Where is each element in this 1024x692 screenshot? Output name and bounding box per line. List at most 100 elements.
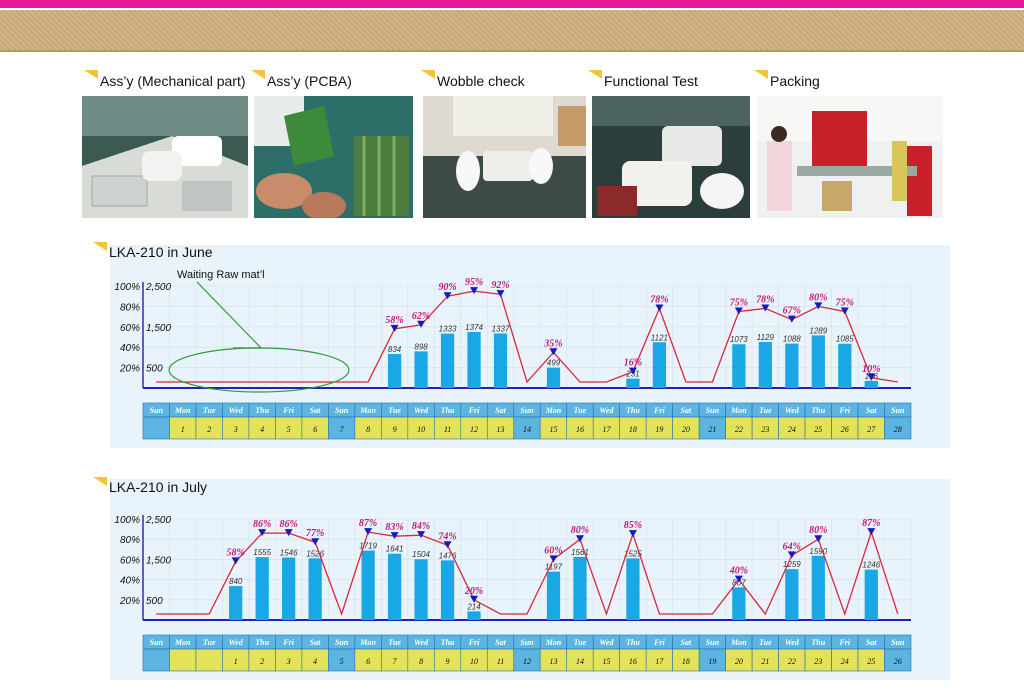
june-bar-value-label: 898: [414, 342, 428, 351]
june-calendar-date: 8: [366, 425, 370, 434]
june-bar-day: [546, 367, 561, 388]
july-calendar-day-name: Tue: [574, 638, 587, 647]
july-bar-value-label: 1197: [545, 563, 563, 572]
july-percent-line: [156, 529, 899, 617]
bullet-icon: [93, 477, 107, 486]
july-percent-label: 74%: [438, 531, 456, 542]
july-percent-label: 86%: [279, 519, 297, 530]
july-y-left-tick: 60%: [120, 555, 140, 566]
june-calendar-date: 2: [207, 425, 211, 434]
june-calendar-day-name: Wed: [414, 406, 429, 415]
july-bar-day: [626, 558, 640, 620]
june-y-right-tick: 2,500: [145, 282, 171, 293]
june-percent-marker: [761, 304, 770, 312]
july-percent-label: 20%: [464, 586, 483, 597]
june-percent-label: 78%: [650, 294, 668, 305]
july-percent-label: 60%: [544, 545, 562, 556]
june-calendar-day-name: Sun: [335, 406, 349, 415]
step-functional-test: Functional Test: [588, 70, 698, 90]
june-calendar-day-name: Fri: [468, 406, 480, 415]
june-calendar-day-name: Thu: [441, 406, 455, 415]
june-annotation-text: Waiting Raw mat’l: [177, 269, 265, 281]
june-calendar-date: 5: [287, 425, 291, 434]
july-bar-value-label: 1719: [359, 542, 377, 551]
header-banner: [0, 10, 1024, 50]
june-percent-marker: [840, 307, 849, 315]
july-bar-value-label: 1590: [809, 547, 827, 556]
july-percent-marker: [867, 528, 876, 536]
july-bar-value-label: 1504: [412, 550, 430, 559]
june-calendar-date: 11: [444, 425, 451, 434]
july-bar-day: [414, 559, 428, 620]
july-calendar-date: 10: [470, 657, 478, 666]
photo-functional-test: [592, 96, 750, 218]
june-percent-line: [156, 290, 898, 384]
june-calendar-date: 18: [629, 425, 637, 434]
june-calendar-day-name: Wed: [599, 406, 614, 415]
july-chart-title: LKA-210 in July: [93, 477, 207, 495]
july-percent-label: 40%: [729, 566, 748, 577]
july-percent-label: 86%: [253, 519, 271, 530]
july-y-left-tick: 20%: [119, 596, 140, 607]
june-calendar-date: 6: [313, 425, 317, 434]
june-calendar-date: 19: [655, 425, 663, 434]
july-calendar-date: 3: [286, 657, 291, 666]
june-calendar-day-name: Sat: [681, 406, 692, 415]
top-accent-gap: [0, 8, 1024, 10]
june-percent-label: 62%: [412, 311, 430, 322]
july-bar-day: [255, 557, 269, 620]
july-percent-label: 80%: [571, 525, 589, 536]
july-bar-day: [573, 556, 587, 620]
july-y-left-tick: 40%: [120, 576, 140, 587]
july-y-right-tick: 1,500: [146, 555, 171, 566]
july-calendar-date-cell: [169, 648, 197, 672]
july-calendar-day-name: Sun: [150, 638, 164, 647]
june-bar-value-label: 1121: [651, 333, 668, 342]
july-calendar-day-name: Mon: [174, 638, 191, 647]
july-bar-value-label: 1555: [253, 548, 271, 557]
july-calendar-day-name: Wed: [599, 638, 614, 647]
july-calendar-date: 17: [655, 657, 664, 666]
july-calendar-day-name: Sat: [495, 638, 506, 647]
photo-assy-mechanical: [82, 96, 248, 218]
june-calendar-date: 7: [340, 425, 345, 434]
july-calendar-date-cell: [195, 648, 223, 672]
july-calendar-date: 22: [788, 657, 796, 666]
june-calendar-day-name: Thu: [255, 406, 269, 415]
july-calendar-date: 21: [761, 657, 769, 666]
june-calendar-date: 9: [393, 425, 397, 434]
june-calendar-date: 12: [470, 425, 478, 434]
june-calendar-day-name: Tue: [574, 406, 587, 415]
july-bar-day: [387, 553, 402, 620]
june-calendar-day-name: Mon: [730, 406, 747, 415]
june-calendar-date: 23: [761, 425, 769, 434]
july-calendar-day-name: Fri: [468, 638, 480, 647]
july-calendar-day-name: Thu: [441, 638, 455, 647]
july-bar-day: [811, 555, 825, 620]
july-bar-value-label: 1259: [783, 560, 801, 569]
july-percent-marker: [311, 538, 320, 546]
bullet-icon: [251, 70, 265, 79]
july-calendar-date: 8: [419, 657, 423, 666]
june-bar-value-label: 1333: [439, 325, 457, 334]
july-calendar-date: 25: [867, 657, 875, 666]
july-percent-label: 87%: [359, 518, 377, 529]
june-percent-marker: [814, 302, 823, 310]
june-percent-marker: [470, 287, 479, 295]
june-calendar-date: 27: [867, 425, 876, 434]
june-percent-label: 95%: [465, 277, 483, 288]
june-calendar-day-name: Fri: [282, 406, 294, 415]
june-chart-title: LKA-210 in June: [93, 242, 213, 260]
july-calendar-date: 14: [576, 657, 584, 666]
june-bar-day: [838, 343, 852, 388]
june-percent-label: 92%: [491, 280, 509, 291]
june-percent-label: 16%: [624, 358, 642, 369]
june-calendar-day-name: Wed: [785, 406, 800, 415]
june-calendar-day-name: Fri: [653, 406, 665, 415]
july-percent-marker: [575, 535, 584, 543]
photo-packing: [757, 96, 943, 218]
july-calendar-day-name: Sun: [520, 638, 534, 647]
june-calendar-day-name: Wed: [229, 406, 244, 415]
june-calendar-date: 1: [181, 425, 185, 434]
june-percent-marker: [867, 373, 876, 381]
